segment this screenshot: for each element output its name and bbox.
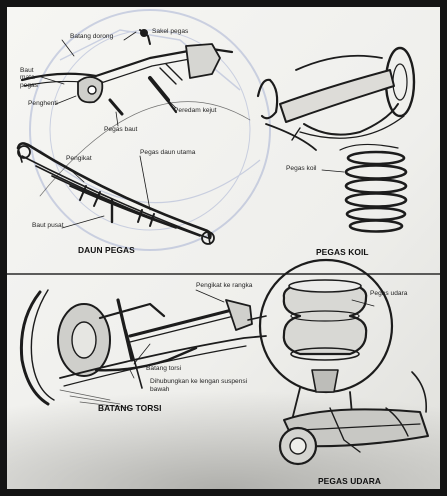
label-pengikat-ke-rangka: Pengikat ke rangka: [196, 283, 252, 290]
label-peredam-kejut: Peredam kejut: [174, 108, 217, 115]
label-pegas-udara: Pegas udara: [370, 291, 407, 298]
label-pengikat: Pengikat: [66, 156, 92, 163]
label-pegas-daun-utama: Pegas daun utama: [140, 150, 195, 157]
label-batang-dorong: Batang dorong: [70, 34, 113, 41]
label-pegas-baut: Pegas baut: [104, 127, 137, 134]
caption-batang-torsi: BATANG TORSI: [98, 404, 162, 412]
label-baut-pusat: Baut pusat: [32, 223, 64, 230]
caption-pegas-udara: PEGAS UDARA: [318, 477, 381, 485]
label-pegas-koil: Pegas koil: [286, 166, 316, 173]
label-baut-mata-pegas: Baut mata pegas: [20, 67, 50, 89]
label-dihubungkan: Dihubungkan ke lengan suspensi bawah: [150, 378, 260, 393]
label-sakel-pegas: Sakel pegas: [152, 29, 188, 36]
caption-pegas-koil: PEGAS KOIL: [316, 248, 369, 256]
label-penghenti: Penghenti: [28, 101, 58, 108]
label-batang-torsi: Batang torsi: [146, 366, 181, 373]
caption-daun-pegas: DAUN PEGAS: [78, 246, 135, 254]
